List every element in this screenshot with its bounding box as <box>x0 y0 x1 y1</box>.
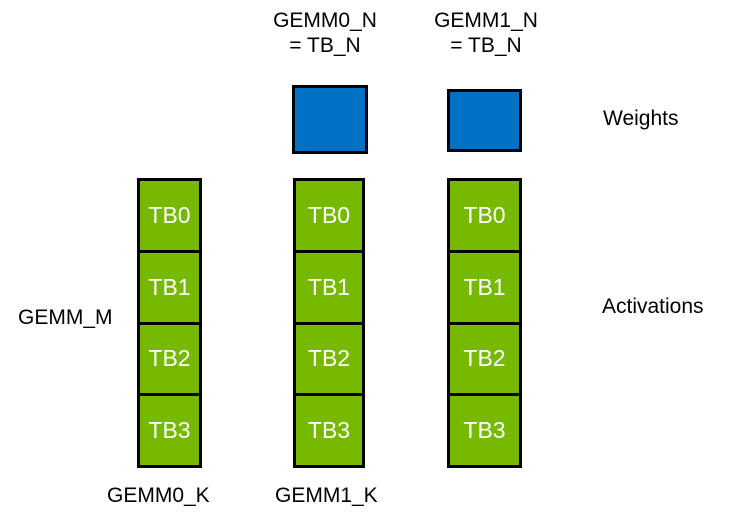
thread-block-cell-tb2: TB2 <box>140 321 199 394</box>
gemm1-n-line2: = TB_N <box>450 33 522 57</box>
activation-column-3: TB0 TB1 TB2 TB3 <box>447 178 522 468</box>
gemm0-k-dimension-label: GEMM0_K <box>107 484 210 507</box>
thread-block-cell-tb1: TB1 <box>140 249 199 322</box>
activations-label: Activations <box>602 295 704 318</box>
tb-label: TB0 <box>463 201 506 228</box>
thread-block-cell-tb3: TB3 <box>450 393 519 465</box>
thread-block-cell-tb0: TB0 <box>450 181 519 250</box>
tb-label: TB1 <box>307 273 351 300</box>
thread-block-cell-tb3: TB3 <box>140 393 199 465</box>
thread-block-cell-tb2: TB2 <box>450 321 519 394</box>
tb-label: TB2 <box>148 345 191 372</box>
thread-block-cell-tb3: TB3 <box>296 393 362 465</box>
gemm0-n-line1: GEMM0_N <box>273 9 377 32</box>
tb-label: TB0 <box>148 201 191 228</box>
thread-block-cell-tb2: TB2 <box>296 321 362 394</box>
activation-column-2: TB0 TB1 TB2 TB3 <box>293 178 365 468</box>
gemm0-n-dimension-label: GEMM0_N = TB_N <box>250 9 400 59</box>
tb-label: TB1 <box>463 273 506 300</box>
thread-block-cell-tb1: TB1 <box>296 249 362 322</box>
tb-label: TB2 <box>463 345 506 372</box>
tb-label: TB3 <box>148 417 191 444</box>
gemm1-n-line1: GEMM1_N <box>434 9 538 32</box>
tb-label: TB1 <box>148 273 191 300</box>
activation-column-1: TB0 TB1 TB2 TB3 <box>137 178 202 468</box>
thread-block-cell-tb0: TB0 <box>140 181 199 250</box>
gemm0-n-line2: = TB_N <box>289 33 361 57</box>
weight-tile-gemm0 <box>292 85 368 154</box>
gemm-m-dimension-label: GEMM_M <box>18 306 113 329</box>
weights-label: Weights <box>603 107 679 130</box>
thread-block-cell-tb1: TB1 <box>450 249 519 322</box>
tb-label: TB3 <box>307 417 351 444</box>
gemm1-k-dimension-label: GEMM1_K <box>275 484 378 507</box>
gemm1-n-dimension-label: GEMM1_N = TB_N <box>411 9 561 59</box>
weight-tile-gemm1 <box>447 89 522 152</box>
tb-label: TB3 <box>463 417 506 444</box>
tb-label: TB0 <box>307 201 351 228</box>
thread-block-cell-tb0: TB0 <box>296 181 362 250</box>
tb-label: TB2 <box>307 345 351 372</box>
